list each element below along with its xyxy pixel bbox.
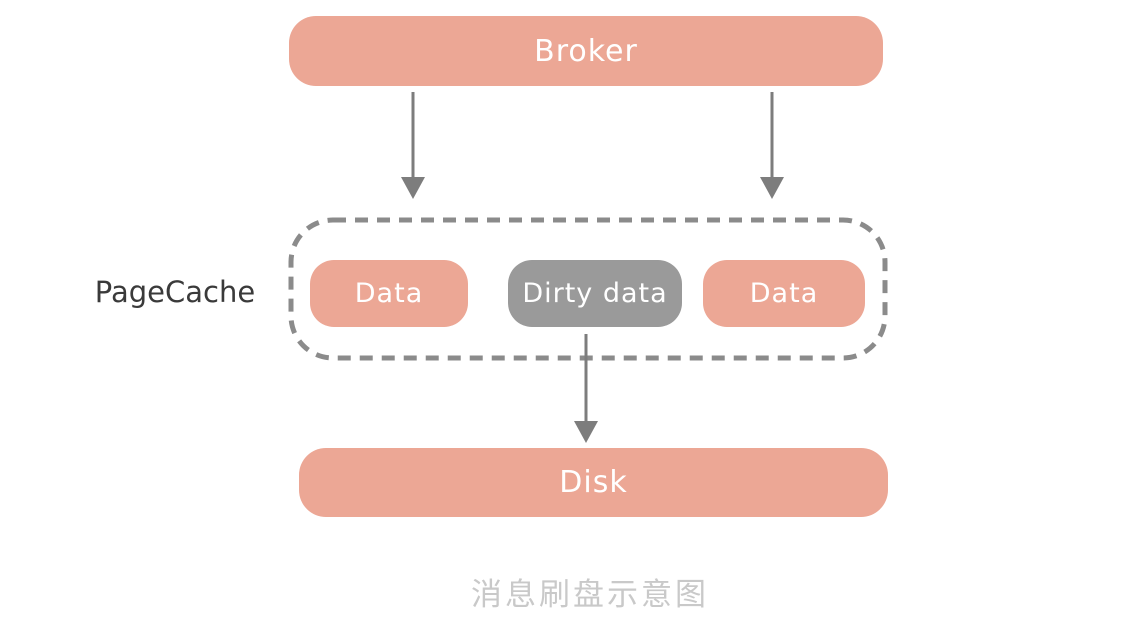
arrow-dirtydata-to-disk	[574, 334, 598, 443]
dirty-data-label: Dirty data	[522, 278, 668, 309]
data-box-left-label: Data	[354, 278, 424, 309]
data-box-right: Data	[703, 260, 865, 327]
arrow-broker-to-pagecache-left	[401, 92, 425, 199]
data-box-left: Data	[310, 260, 468, 327]
broker-label: Broker	[534, 33, 638, 69]
diagram-caption: 消息刷盘示意图	[471, 577, 709, 613]
dirty-data-box: Dirty data	[508, 260, 682, 327]
arrow-broker-to-pagecache-right	[760, 92, 784, 199]
arrow-head-icon	[760, 177, 784, 199]
pagecache-label: PageCache	[94, 275, 256, 309]
arrow-head-icon	[401, 177, 425, 199]
disk-box: Disk	[299, 448, 888, 517]
disk-label: Disk	[559, 465, 628, 500]
broker-box: Broker	[289, 16, 883, 86]
arrow-head-icon	[574, 421, 598, 443]
data-box-right-label: Data	[749, 278, 819, 309]
pagecache-container	[288, 217, 888, 361]
pagecache-dashed-border	[288, 217, 888, 361]
